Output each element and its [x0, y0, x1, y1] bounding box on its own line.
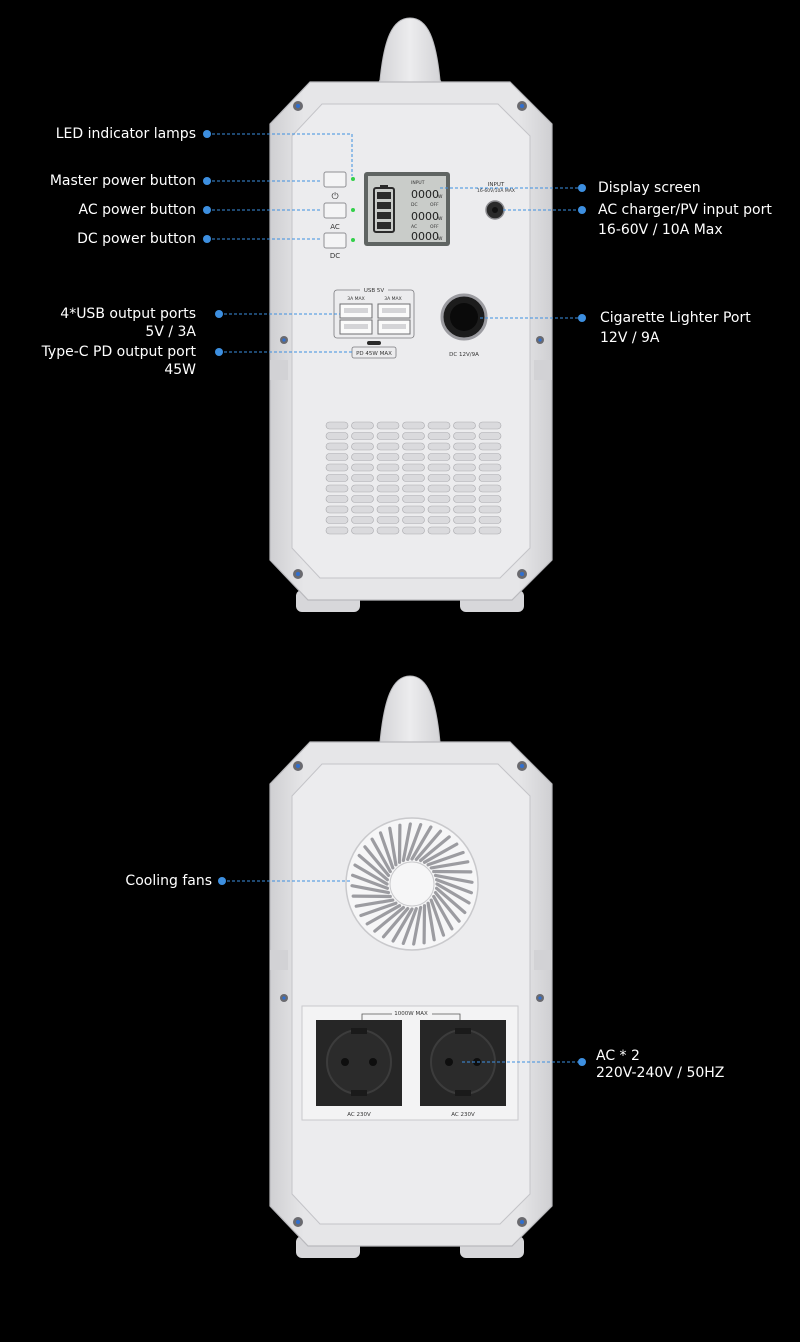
svg-text:3A MAX: 3A MAX [384, 296, 401, 302]
callout-display-screen: Display screen [598, 180, 701, 196]
callout-dc-power: DC power button [77, 231, 196, 247]
svg-text:0000: 0000 [411, 188, 439, 201]
display-screen: INPUT 0000 W DC OFF 0000 W AC OFF 0000 W [364, 172, 450, 246]
svg-text:0000: 0000 [411, 230, 439, 243]
callout-cooling-fans: Cooling fans [125, 873, 212, 889]
master-led [351, 177, 355, 181]
svg-text:3A MAX: 3A MAX [347, 296, 364, 302]
callout-usb-spec: 5V / 3A [145, 324, 196, 340]
dc-power-button[interactable] [323, 232, 347, 249]
back-handle [373, 675, 447, 753]
svg-text:OFF: OFF [430, 202, 439, 208]
dc-button-label: DC [330, 252, 340, 260]
master-power-button[interactable] [323, 171, 347, 188]
ac-button-label: AC [330, 223, 340, 231]
svg-text:W: W [438, 194, 443, 200]
callout-cig-port: Cigarette Lighter Port [600, 310, 751, 326]
callout-ac-spec: 220V-240V / 50HZ [596, 1065, 725, 1081]
svg-text:0000: 0000 [411, 210, 439, 223]
front-unit: ⏻ AC DC INPUT 0000 W DC OFF 0000 W AC OF… [269, 17, 553, 612]
svg-text:W: W [438, 236, 443, 242]
callout-dots [203, 130, 586, 1066]
outlet-left-label: AC 230V [347, 1112, 371, 1118]
callout-lines [207, 133, 582, 1063]
input-port-sublabel: 16-60V/10A MAX [477, 188, 515, 194]
dc-led [351, 238, 355, 242]
callout-input-port-spec: 16-60V / 10A Max [598, 222, 723, 238]
svg-text:AC: AC [411, 224, 417, 230]
callout-usb-ports: 4*USB output ports [60, 306, 196, 322]
outlet-group-label: 1000W MAX [394, 1011, 428, 1017]
cooling-fan [345, 817, 479, 951]
pd-label: PD 45W MAX [356, 351, 392, 357]
usb-group-label: USB 5V [364, 288, 385, 294]
svg-text:W: W [438, 216, 443, 222]
callout-cig-spec: 12V / 9A [600, 330, 660, 346]
svg-text:INPUT: INPUT [411, 180, 425, 186]
ac-power-button[interactable] [323, 202, 347, 219]
ac-led [351, 208, 355, 212]
callout-typec: Type-C PD output port [41, 344, 196, 360]
callout-ac-power: AC power button [78, 202, 196, 218]
usb-ports: USB 5V 3A MAX 3A MAX [333, 286, 415, 339]
input-port-label: INPUT [488, 182, 505, 188]
callout-ac-outlets: AC * 2 [596, 1048, 640, 1064]
power-symbol-icon: ⏻ [331, 191, 338, 202]
back-unit: 1000W MAX AC 230V AC 230V [269, 675, 553, 1258]
callout-master-power: Master power button [49, 173, 196, 189]
typec-port[interactable] [367, 341, 381, 345]
svg-text:DC: DC [411, 202, 418, 208]
front-vent-grille [325, 421, 502, 535]
callout-input-port: AC charger/PV input port [598, 202, 772, 218]
svg-text:OFF: OFF [430, 224, 439, 230]
dc-port-label: DC 12V/9A [449, 352, 479, 358]
callout-typec-spec: 45W [164, 362, 196, 378]
front-handle [373, 17, 447, 93]
outlet-right-label: AC 230V [451, 1112, 475, 1118]
callout-led-indicator: LED indicator lamps [55, 126, 196, 142]
